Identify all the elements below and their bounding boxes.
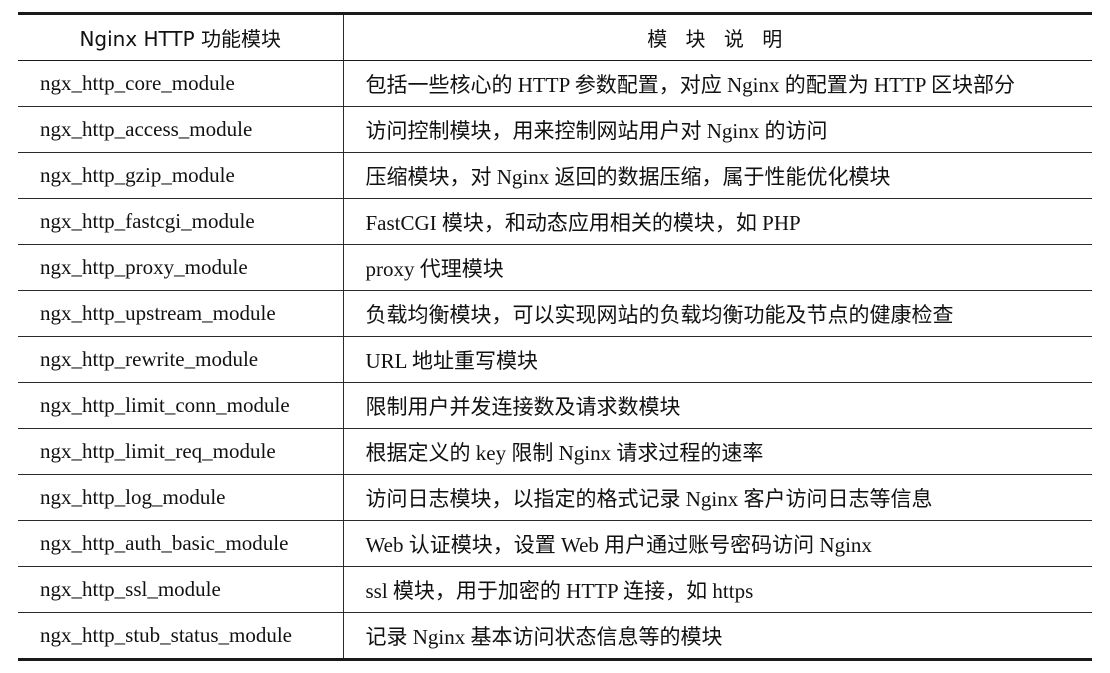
table-row: ngx_http_proxy_module proxy 代理模块 [18,244,1092,291]
table-row: ngx_http_ssl_module ssl 模块，用于加密的 HTTP 连接，… [18,566,1092,613]
module-name-cell: ngx_http_gzip_module [18,152,344,199]
module-description-cell: URL 地址重写模块 [365,348,538,373]
header-module-description: 模 块 说 明 [647,27,789,51]
module-name-cell: ngx_http_ssl_module [18,566,344,613]
module-name-cell: ngx_http_upstream_module [18,290,344,337]
module-name-cell: ngx_http_rewrite_module [18,336,344,383]
table-row: ngx_http_fastcgi_module FastCGI 模块，和动态应用相… [18,198,1092,245]
table-row: ngx_http_log_module 访问日志模块，以指定的格式记录 Nginx… [18,474,1092,521]
module-description-cell: 压缩模块，对 Nginx 返回的数据压缩，属于性能优化模块 [365,164,891,189]
nginx-module-table: Nginx HTTP 功能模块 模 块 说 明 ngx_http_core_mo… [18,12,1092,661]
module-description-cell: 根据定义的 key 限制 Nginx 请求过程的速率 [365,440,764,465]
module-table-container: Nginx HTTP 功能模块 模 块 说 明 ngx_http_core_mo… [18,12,1092,661]
header-row: Nginx HTTP 功能模块 模 块 说 明 [18,13,1092,61]
module-description-cell: 负载均衡模块，可以实现网站的负载均衡功能及节点的健康检查 [365,302,954,327]
table-row: ngx_http_upstream_module 负载均衡模块，可以实现网站的负载… [18,290,1092,337]
table-body: ngx_http_core_module 包括一些核心的 HTTP 参数配置，对应… [18,60,1092,660]
module-description-cell: 包括一些核心的 HTTP 参数配置，对应 Nginx 的配置为 HTTP 区块部… [365,72,1015,97]
module-description-cell: ssl 模块，用于加密的 HTTP 连接，如 https [365,578,754,603]
table-row: ngx_http_limit_conn_module 限制用户并发连接数及请求数模… [18,382,1092,429]
module-name-cell: ngx_http_stub_status_module [18,612,344,660]
module-name-cell: ngx_http_fastcgi_module [18,198,344,245]
module-name-cell: ngx_http_auth_basic_module [18,520,344,567]
module-name-cell: ngx_http_log_module [18,474,344,521]
table-row: ngx_http_limit_req_module 根据定义的 key 限制 Ng… [18,428,1092,475]
header-module-name: Nginx HTTP 功能模块 [18,13,344,61]
module-description-cell: FastCGI 模块，和动态应用相关的模块，如 PHP [365,210,801,235]
table-row: ngx_http_access_module 访问控制模块，用来控制网站用户对 N… [18,106,1092,153]
table-row: ngx_http_gzip_module 压缩模块，对 Nginx 返回的数据压缩… [18,152,1092,199]
module-description-cell: 记录 Nginx 基本访问状态信息等的模块 [365,624,723,649]
module-name-cell: ngx_http_limit_req_module [18,428,344,475]
module-name-cell: ngx_http_limit_conn_module [18,382,344,429]
table-row: ngx_http_core_module 包括一些核心的 HTTP 参数配置，对应… [18,60,1092,107]
module-description-cell: 访问日志模块，以指定的格式记录 Nginx 客户访问日志等信息 [365,486,933,511]
module-description-cell: 访问控制模块，用来控制网站用户对 Nginx 的访问 [365,118,828,143]
table-row: ngx_http_rewrite_module URL 地址重写模块 [18,336,1092,383]
module-name-cell: ngx_http_core_module [18,60,344,107]
module-description-cell: Web 认证模块，设置 Web 用户通过账号密码访问 Nginx [365,532,872,557]
table-header: Nginx HTTP 功能模块 模 块 说 明 [18,13,1092,61]
module-name-cell: ngx_http_proxy_module [18,244,344,291]
table-row: ngx_http_auth_basic_module Web 认证模块，设置 We… [18,520,1092,567]
module-description-cell: 限制用户并发连接数及请求数模块 [365,394,681,419]
module-description-cell: proxy 代理模块 [365,256,504,281]
table-row: ngx_http_stub_status_module 记录 Nginx 基本访问… [18,612,1092,660]
module-name-cell: ngx_http_access_module [18,106,344,153]
